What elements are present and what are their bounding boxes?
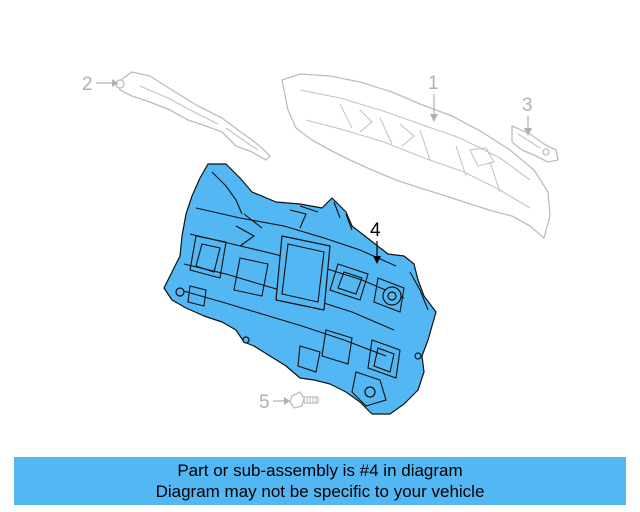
banner-line-2: Diagram may not be specific to your vehi… — [155, 482, 485, 501]
part-5-ghost — [289, 391, 319, 409]
part-4-highlighted — [163, 163, 437, 415]
callout-3-label: 3 — [522, 95, 533, 116]
part-info-banner: Part or sub-assembly is #4 in diagram Di… — [14, 457, 626, 505]
callout-3-arrowhead — [524, 128, 532, 136]
callout-5-label: 5 — [259, 392, 270, 413]
callout-1-label: 1 — [428, 73, 439, 94]
callout-5-arrowhead — [284, 397, 290, 405]
part-3-ghost — [511, 125, 559, 163]
banner-line-1: Part or sub-assembly is #4 in diagram — [177, 461, 463, 480]
callout-4-arrowhead — [373, 256, 381, 264]
callout-2-arrowhead — [112, 79, 118, 87]
parts-diagram: 2 1 3 — [82, 71, 559, 415]
part-2-ghost — [111, 71, 271, 161]
callout-1-arrowhead — [430, 114, 438, 122]
part-1-ghost — [281, 73, 551, 239]
callout-2-label: 2 — [82, 74, 93, 95]
callout-4-label: 4 — [370, 220, 381, 241]
